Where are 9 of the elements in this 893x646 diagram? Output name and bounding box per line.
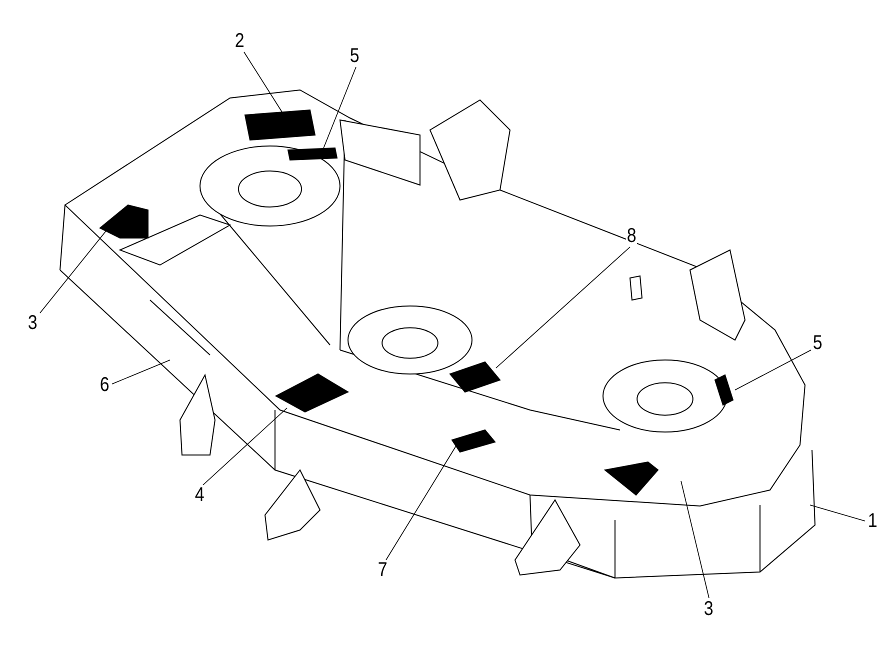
leader-line (496, 246, 630, 368)
leader-line (386, 446, 456, 560)
leader-line (680, 480, 710, 598)
leader-line (810, 504, 866, 522)
callout-number: 8 (626, 226, 638, 246)
leader-line (202, 408, 288, 486)
leader-line (734, 350, 812, 390)
leader-line (112, 360, 170, 384)
leader-line (244, 52, 282, 112)
